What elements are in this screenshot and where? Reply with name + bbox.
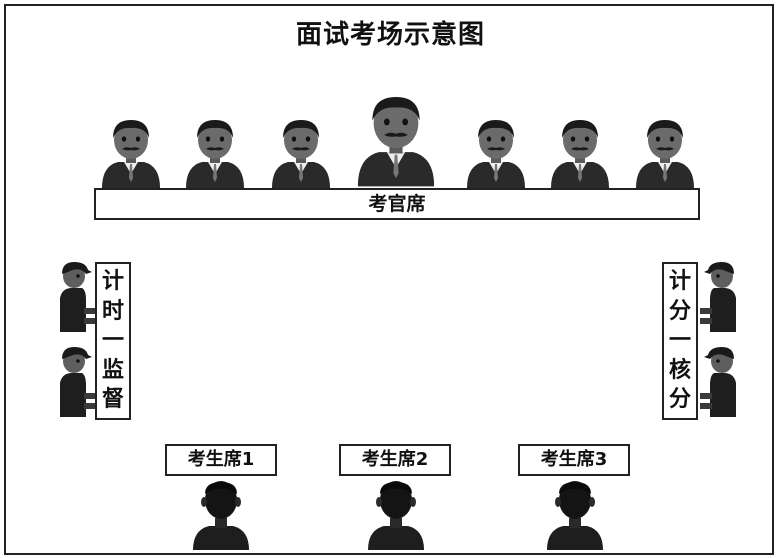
candidate-seat-2: 考生席2: [339, 444, 451, 476]
candidate-back-icon: [191, 480, 251, 550]
candidate-seat-1: 考生席1: [165, 444, 277, 476]
examiner-person-icon: [350, 90, 442, 188]
examiner-person-icon: [96, 116, 166, 188]
examiner-person-icon: [630, 116, 700, 188]
scoring-verification-label: 计 分 一 核 分: [662, 262, 698, 420]
examiner-table: 考官席: [94, 188, 700, 220]
examiner-person-icon: [180, 116, 250, 188]
examiner-person-icon: [545, 116, 615, 188]
label-char: 督: [101, 387, 124, 412]
label-char: 一: [668, 328, 691, 353]
label-char: 分: [668, 387, 691, 412]
label-char: 分: [668, 298, 691, 324]
label-char: 时: [101, 298, 124, 324]
label-char: 计: [668, 269, 691, 294]
examiner-person-icon: [266, 116, 336, 188]
seated-staff-icon: [56, 345, 96, 417]
candidate-back-icon: [366, 480, 426, 550]
candidate-seat-3: 考生席3: [518, 444, 630, 476]
seated-staff-icon: [56, 260, 96, 332]
label-char: 监: [101, 357, 124, 383]
examiner-person-icon: [461, 116, 531, 188]
seated-staff-icon: [700, 260, 740, 332]
label-char: 计: [101, 269, 124, 294]
candidate-back-icon: [545, 480, 605, 550]
page-title: 面试考场示意图: [295, 20, 485, 50]
label-char: 一: [101, 328, 124, 353]
timing-supervision-label: 计 时 一 监 督: [95, 262, 131, 420]
seated-staff-icon: [700, 345, 740, 417]
label-char: 核: [668, 357, 691, 383]
